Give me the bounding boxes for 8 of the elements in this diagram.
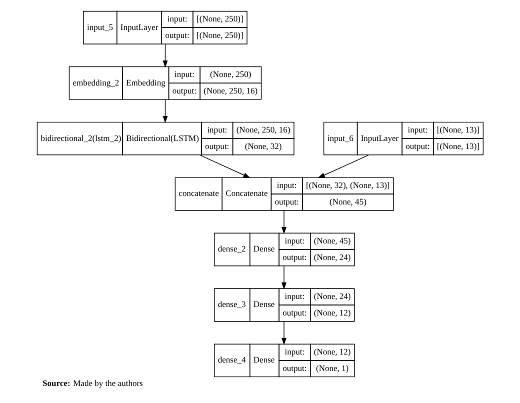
caption: Source: Made by the authors xyxy=(42,378,143,388)
arrow xyxy=(282,210,286,234)
arrow xyxy=(162,99,168,124)
arrow xyxy=(318,154,369,178)
arrow xyxy=(282,321,286,346)
arrow xyxy=(200,154,250,178)
arrow xyxy=(282,266,286,290)
arrow xyxy=(162,44,168,68)
